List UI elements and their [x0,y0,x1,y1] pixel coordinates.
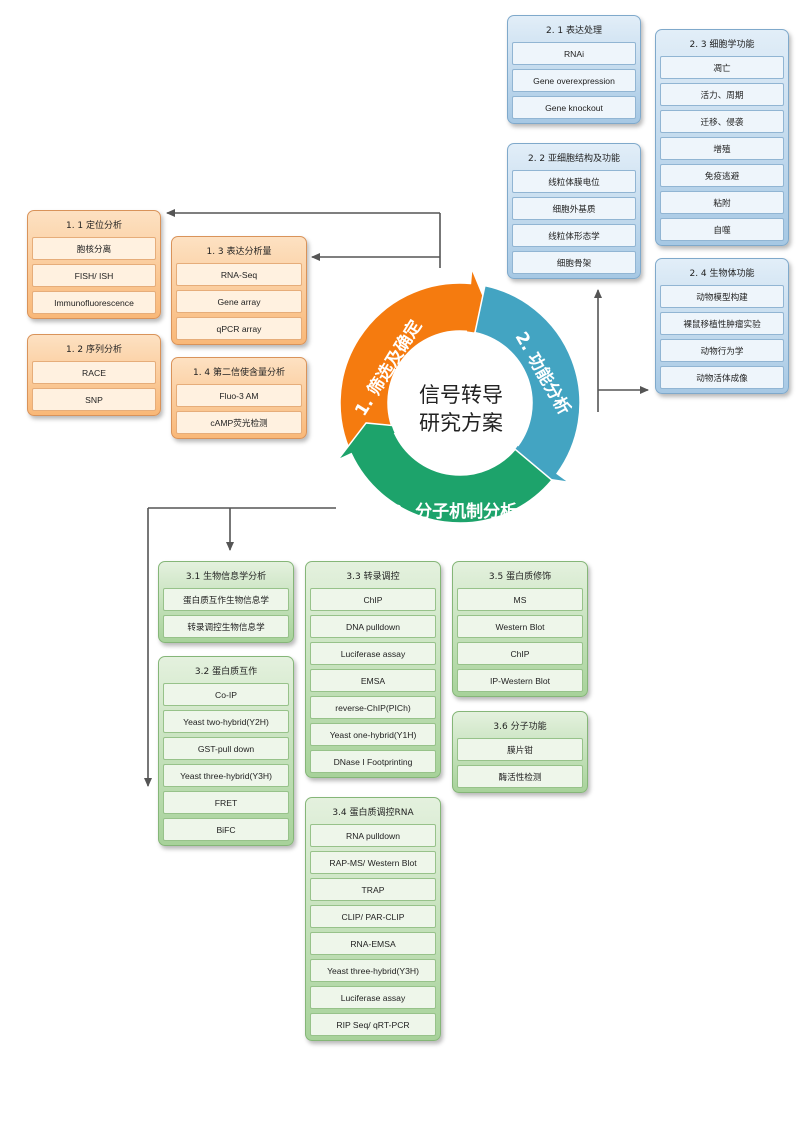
method-item: IP-Western Blot [457,669,583,692]
panel-title: 2. 4 生物体功能 [689,269,755,279]
method-item: Immunofluorescence [32,291,156,314]
method-item: 线粒体形态学 [512,224,636,247]
method-item: DNA pulldown [310,615,436,638]
method-item: reverse-ChIP(PICh) [310,696,436,719]
method-item: 酶活性检测 [457,765,583,788]
panel-title: 3.3 转录调控 [346,572,400,582]
panel-2-4-organism-function: 2. 4 生物体功能 动物模型构建裸鼠移植性肿瘤实验动物行为学动物活体成像 [655,258,789,394]
method-item: Yeast one-hybrid(Y1H) [310,723,436,746]
method-item: 裸鼠移植性肿瘤实验 [660,312,784,335]
method-item: RACE [32,361,156,384]
method-item: RNA-EMSA [310,932,436,955]
panel-title: 1. 3 表达分析量 [206,247,272,257]
method-item: 胞核分离 [32,237,156,260]
method-item: RAP-MS/ Western Blot [310,851,436,874]
cycle-label-3: 3. 分子机制分析 [391,501,517,522]
method-item: RIP Seq/ qRT-PCR [310,1013,436,1036]
method-item: 自噬 [660,218,784,241]
method-item: Gene knockout [512,96,636,119]
method-item: RNA-Seq [176,263,302,286]
research-cycle-diagram: 1. 筛选及确定 2. 功能分析 3. 分子机制分析 信号转导 研究方案 [337,268,581,524]
panel-title: 2. 3 细胞学功能 [689,40,755,50]
method-item: EMSA [310,669,436,692]
method-item: Luciferase assay [310,642,436,665]
method-item: Yeast three-hybrid(Y3H) [163,764,289,787]
method-item: FISH/ ISH [32,264,156,287]
panel-title: 3.2 蛋白质互作 [194,667,258,677]
method-item: 凋亡 [660,56,784,79]
method-item: 细胞骨架 [512,251,636,274]
method-item: 免疫逃避 [660,164,784,187]
panel-title: 3.4 蛋白质调控RNA [332,808,414,818]
method-item: Yeast two-hybrid(Y2H) [163,710,289,733]
method-item: SNP [32,388,156,411]
center-title-line1: 信号转导 [419,383,503,407]
method-item: GST-pull down [163,737,289,760]
panel-title: 2. 1 表达处理 [545,26,603,36]
method-item: Gene overexpression [512,69,636,92]
method-item: 活力、周期 [660,83,784,106]
method-item: 动物模型构建 [660,285,784,308]
method-item: ChIP [457,642,583,665]
panel-title: 1. 1 定位分析 [65,221,123,231]
method-item: FRET [163,791,289,814]
method-item: qPCR array [176,317,302,340]
method-item: Gene array [176,290,302,313]
panel-title: 1. 4 第二信使含量分析 [192,368,286,378]
panel-3-6-molecular-function: 3.6 分子功能 膜片钳酶活性检测 [452,711,588,793]
method-item: DNase I Footprinting [310,750,436,773]
method-item: Co-IP [163,683,289,706]
panel-title: 1. 2 序列分析 [65,345,123,355]
method-item: cAMP荧光检测 [176,411,302,434]
method-item: ChIP [310,588,436,611]
method-item: 粘附 [660,191,784,214]
panel-title: 3.6 分子功能 [493,722,547,732]
method-item: MS [457,588,583,611]
method-item: 蛋白质互作生物信息学 [163,588,289,611]
panel-title: 3.1 生物信息学分析 [185,572,267,582]
method-item: 膜片钳 [457,738,583,761]
method-item: 线粒体膜电位 [512,170,636,193]
panel-2-2-subcellular: 2. 2 亚细胞结构及功能 线粒体膜电位细胞外基质线粒体形态学细胞骨架 [507,143,641,279]
center-title-line2: 研究方案 [419,411,503,435]
panel-1-4-second-messenger: 1. 4 第二信使含量分析 Fluo-3 AM cAMP荧光检测 [171,357,307,439]
method-item: Western Blot [457,615,583,638]
method-item: TRAP [310,878,436,901]
method-item: Luciferase assay [310,986,436,1009]
panel-2-3-cell-function: 2. 3 细胞学功能 凋亡活力、周期迁移、侵袭增殖免疫逃避粘附自噬 [655,29,789,246]
method-item: 动物活体成像 [660,366,784,389]
method-item: RNA pulldown [310,824,436,847]
panel-title: 2. 2 亚细胞结构及功能 [527,154,621,164]
panel-3-1-bioinformatics: 3.1 生物信息学分析 蛋白质互作生物信息学转录调控生物信息学 [158,561,294,643]
panel-1-1-localization: 1. 1 定位分析 胞核分离 FISH/ ISH Immunofluorescenc… [27,210,161,319]
method-item: 转录调控生物信息学 [163,615,289,638]
method-item: BiFC [163,818,289,841]
method-item: 动物行为学 [660,339,784,362]
panel-1-2-sequence: 1. 2 序列分析 RACE SNP [27,334,161,416]
panel-3-2-protein-interaction: 3.2 蛋白质互作 Co-IP Yeast two-hybrid(Y2H) GST-… [158,656,294,846]
method-item: Yeast three-hybrid(Y3H) [310,959,436,982]
method-item: CLIP/ PAR-CLIP [310,905,436,928]
method-item: Fluo-3 AM [176,384,302,407]
method-item: 迁移、侵袭 [660,110,784,133]
method-item: RNAi [512,42,636,65]
method-item: 细胞外基质 [512,197,636,220]
panel-title: 3.5 蛋白质修饰 [488,572,552,582]
method-item: 增殖 [660,137,784,160]
